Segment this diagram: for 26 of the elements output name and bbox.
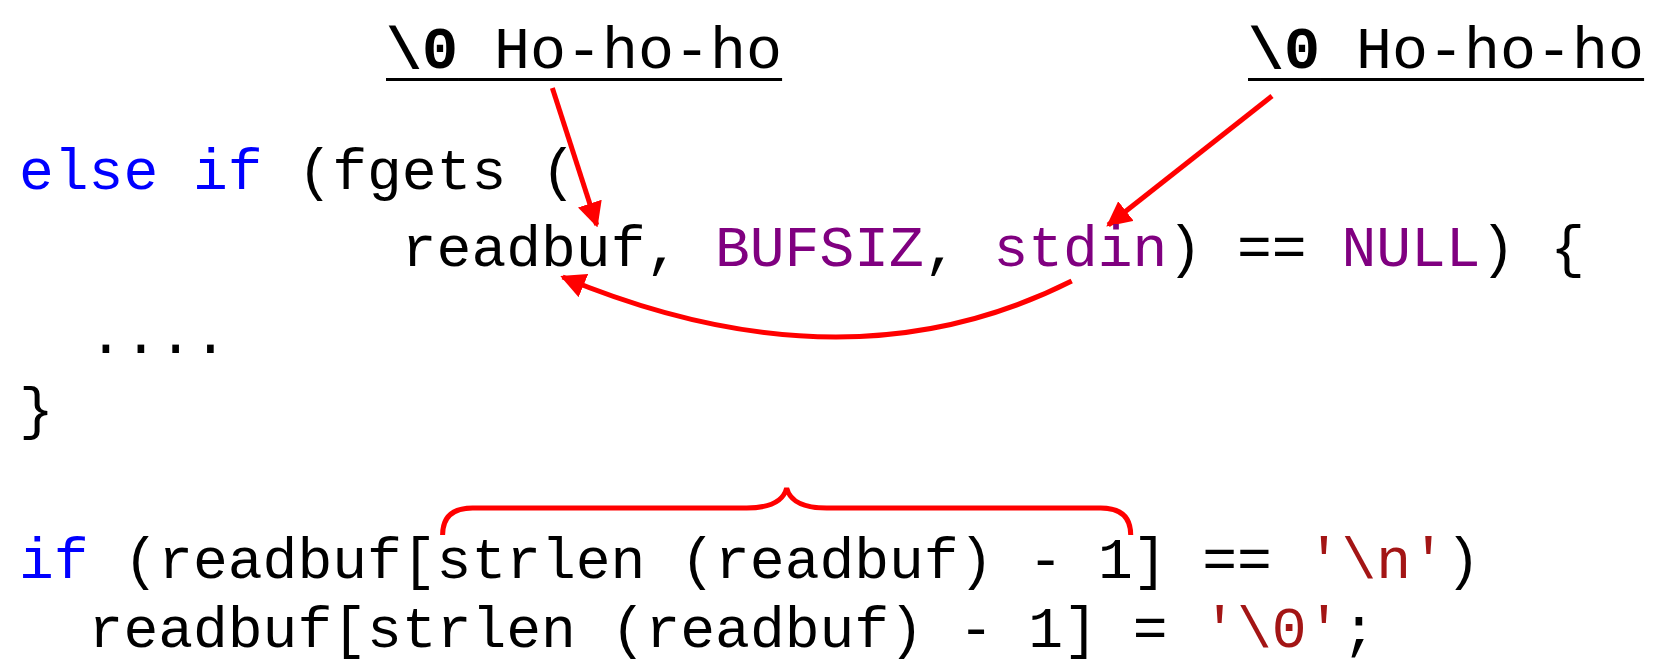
code-text: ) ==	[1167, 221, 1307, 281]
annotation-text: \0 Ho-ho-ho	[386, 18, 783, 86]
string-literal: '\0'	[1202, 602, 1342, 662]
code-text: (fgets (	[297, 144, 576, 204]
code-keyword: else if	[19, 144, 263, 204]
code-identifier: stdin	[993, 221, 1168, 281]
code-text: ....	[88, 308, 228, 368]
code-text: }	[19, 383, 54, 443]
code-constant: BUFSIZ	[715, 221, 924, 281]
code-text: ,	[645, 221, 681, 281]
arrow	[1106, 94, 1274, 227]
code-text: ] ==	[1132, 533, 1272, 593]
code-constant: NULL	[1341, 221, 1481, 281]
annotation-text: \0 Ho-ho-ho	[1248, 18, 1645, 86]
code-text: ,	[923, 221, 959, 281]
string-literal: '\n'	[1306, 533, 1446, 593]
code-text: ;	[1341, 602, 1377, 662]
arrow	[549, 87, 602, 228]
code-text: (readbuf[	[123, 533, 437, 593]
code-text: )	[1445, 533, 1481, 593]
code-text: ) {	[1480, 221, 1585, 281]
code-keyword: if	[19, 533, 89, 593]
code-text: strlen (readbuf) - 1	[436, 533, 1133, 593]
code-text: readbuf[strlen (readbuf) - 1] =	[88, 602, 1168, 662]
arrow	[560, 273, 1073, 340]
code-variable: readbuf	[401, 221, 646, 281]
